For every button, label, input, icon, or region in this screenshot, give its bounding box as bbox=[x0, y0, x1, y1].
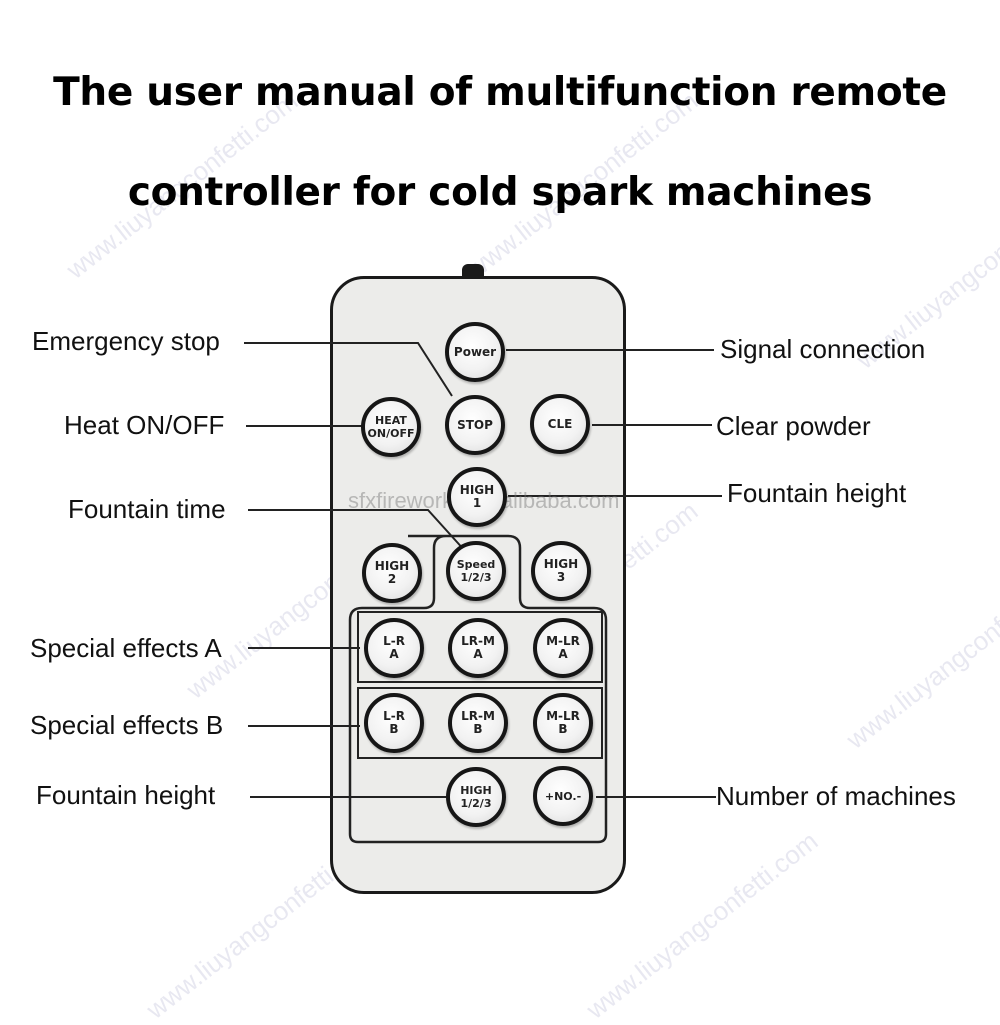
effect-lrm-a-button[interactable]: LR-M A bbox=[448, 618, 508, 678]
effect-mlr-b-button-label: M-LR B bbox=[546, 709, 580, 736]
page-title-line-1: The user manual of multifunction remote bbox=[53, 70, 947, 115]
label-heat-on-off: Heat ON/OFF bbox=[64, 410, 225, 440]
effect-lrm-b-button[interactable]: LR-M B bbox=[448, 693, 508, 753]
effect-lr-b-button-label: L-R B bbox=[383, 709, 405, 736]
cle-button-label: CLE bbox=[547, 416, 573, 431]
effect-lr-a-button[interactable]: L-R A bbox=[364, 618, 424, 678]
effect-mlr-b-button[interactable]: M-LR B bbox=[533, 693, 593, 753]
power-button-label: Power bbox=[453, 344, 497, 359]
heat-on-off-button[interactable]: HEAT ON/OFF bbox=[361, 397, 421, 457]
high-3-button[interactable]: HIGH 3 bbox=[531, 541, 591, 601]
number-of-machines-button-label: +NO.- bbox=[544, 789, 582, 803]
stop-button[interactable]: STOP bbox=[445, 395, 505, 455]
high-1-2-3-button-label: HIGH 1/2/3 bbox=[460, 784, 492, 810]
effect-lr-b-button[interactable]: L-R B bbox=[364, 693, 424, 753]
remote-antenna bbox=[462, 264, 484, 278]
stop-button-label: STOP bbox=[457, 417, 493, 432]
label-number-of-machines: Number of machines bbox=[716, 781, 956, 811]
effect-mlr-a-button-label: M-LR A bbox=[546, 634, 580, 661]
number-of-machines-button[interactable]: +NO.- bbox=[533, 766, 593, 826]
cle-button[interactable]: CLE bbox=[530, 394, 590, 454]
speed-button[interactable]: Speed 1/2/3 bbox=[446, 541, 506, 601]
effect-lrm-a-button-label: LR-M A bbox=[461, 634, 495, 661]
high-1-button[interactable]: HIGH 1 bbox=[447, 467, 507, 527]
label-special-effects-b: Special effects B bbox=[30, 710, 224, 740]
effect-lrm-b-button-label: LR-M B bbox=[461, 709, 495, 736]
high-3-button-label: HIGH 3 bbox=[543, 557, 579, 584]
speed-button-label: Speed 1/2/3 bbox=[456, 558, 496, 584]
label-special-effects-a: Special effects A bbox=[30, 633, 222, 663]
label-clear-powder: Clear powder bbox=[716, 411, 871, 441]
high-2-button[interactable]: HIGH 2 bbox=[362, 543, 422, 603]
heat-on-off-button-label: HEAT ON/OFF bbox=[367, 414, 415, 440]
watermark-text: www.liuyangconfetti.com bbox=[840, 555, 1000, 755]
label-fountain-height-right: Fountain height bbox=[727, 478, 907, 508]
effect-mlr-a-button[interactable]: M-LR A bbox=[533, 618, 593, 678]
page-title-line-2: controller for cold spark machines bbox=[127, 170, 873, 215]
label-fountain-height-left: Fountain height bbox=[36, 780, 216, 810]
high-1-button-label: HIGH 1 bbox=[459, 483, 495, 510]
effect-lr-a-button-label: L-R A bbox=[383, 634, 405, 661]
label-fountain-time: Fountain time bbox=[68, 494, 226, 524]
label-signal-connection: Signal connection bbox=[720, 334, 926, 364]
label-emergency-stop: Emergency stop bbox=[32, 326, 220, 356]
high-1-2-3-button[interactable]: HIGH 1/2/3 bbox=[446, 767, 506, 827]
high-2-button-label: HIGH 2 bbox=[374, 559, 410, 586]
power-button[interactable]: Power bbox=[445, 322, 505, 382]
